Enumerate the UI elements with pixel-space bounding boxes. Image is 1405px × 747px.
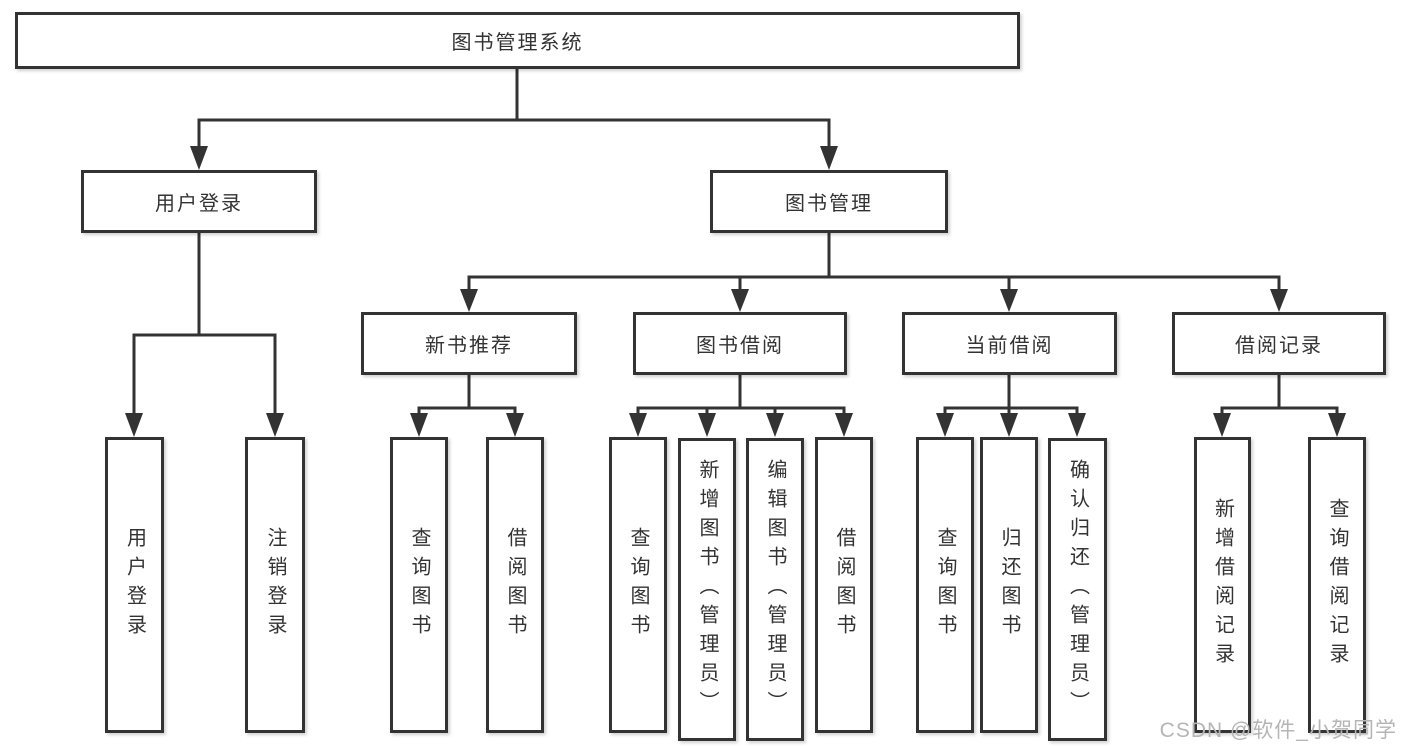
node-borrow-records-label: 借阅记录 xyxy=(1235,335,1323,357)
leaf-add-book-admin-label: 新增图书（管理员） xyxy=(696,459,718,720)
leaf-confirm-return-admin-label: 确认归还（管理员） xyxy=(1066,459,1089,720)
node-user-login: 用户登录 xyxy=(81,170,317,233)
leaf-return-book: 归还图书 xyxy=(980,437,1038,733)
node-borrow-records: 借阅记录 xyxy=(1172,312,1386,375)
node-current-borrow: 当前借阅 xyxy=(902,312,1117,375)
node-book-management-label: 图书管理 xyxy=(785,193,873,215)
leaf-add-borrow-record-label: 新增借阅记录 xyxy=(1211,498,1234,672)
leaf-query-book-2: 查询图书 xyxy=(609,437,667,733)
node-new-book-recommend-label: 新书推荐 xyxy=(425,335,513,357)
node-book-borrow-label: 图书借阅 xyxy=(696,335,784,357)
node-book-system-label: 图书管理系统 xyxy=(451,32,584,54)
leaf-query-book-3: 查询图书 xyxy=(916,437,974,733)
node-new-book-recommend: 新书推荐 xyxy=(361,312,577,375)
leaf-query-book-2-label: 查询图书 xyxy=(627,527,649,643)
leaf-borrow-book-1: 借阅图书 xyxy=(486,437,544,733)
node-user-login-label: 用户登录 xyxy=(155,193,243,215)
leaf-query-borrow-record: 查询借阅记录 xyxy=(1308,437,1366,733)
node-book-management: 图书管理 xyxy=(710,170,948,233)
node-book-system: 图书管理系统 xyxy=(15,12,1020,69)
leaf-add-borrow-record: 新增借阅记录 xyxy=(1194,437,1251,733)
leaf-query-book-1: 查询图书 xyxy=(390,437,448,733)
leaf-user-login: 用户登录 xyxy=(105,437,164,733)
leaf-add-book-admin: 新增图书（管理员） xyxy=(678,438,736,741)
leaf-logout: 注销登录 xyxy=(245,437,305,733)
leaf-query-borrow-record-label: 查询借阅记录 xyxy=(1326,498,1348,672)
leaf-borrow-book-2-label: 借阅图书 xyxy=(833,527,855,643)
leaf-edit-book-admin: 编辑图书（管理员） xyxy=(746,438,804,741)
leaf-return-book-label: 归还图书 xyxy=(998,527,1020,643)
leaf-borrow-book-2: 借阅图书 xyxy=(815,437,873,733)
leaf-borrow-book-1-label: 借阅图书 xyxy=(504,527,526,643)
node-current-borrow-label: 当前借阅 xyxy=(965,335,1054,357)
leaf-user-login-label: 用户登录 xyxy=(123,527,146,643)
node-book-borrow: 图书借阅 xyxy=(633,312,847,375)
leaf-logout-label: 注销登录 xyxy=(264,527,286,643)
leaf-query-book-3-label: 查询图书 xyxy=(934,527,956,643)
leaf-confirm-return-admin: 确认归还（管理员） xyxy=(1048,438,1107,741)
leaf-edit-book-admin-label: 编辑图书（管理员） xyxy=(764,459,786,720)
leaf-query-book-1-label: 查询图书 xyxy=(408,527,430,643)
